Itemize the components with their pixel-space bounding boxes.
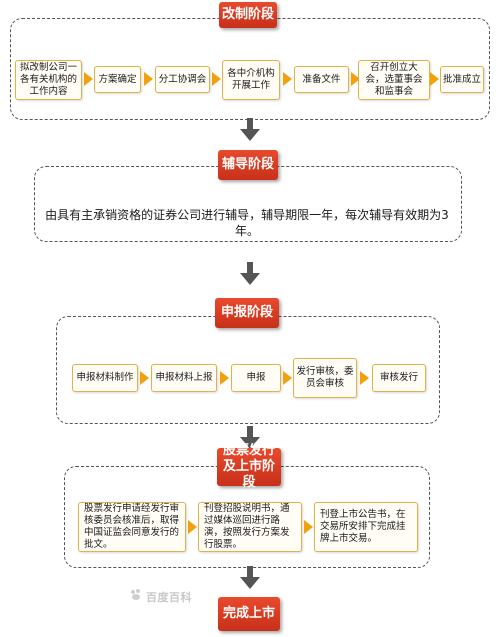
restructure-step-text: 召开创立大会，选董事会和监事会 xyxy=(365,62,423,97)
step-arrow-icon xyxy=(220,371,229,385)
stage-listing-label-line2: 及上市阶段 xyxy=(222,459,275,490)
application-step: 申报 xyxy=(231,364,281,392)
restructure-step-text: 准备文件 xyxy=(302,73,341,85)
listing-step-text: 股票发行申请经发行审核委员会核准后，取得中国证监会同意发行的批文。 xyxy=(84,503,180,550)
step-arrow-icon xyxy=(304,520,313,534)
restructure-step: 准备文件 xyxy=(294,66,349,93)
watermark-text: 百度百科 xyxy=(146,591,192,604)
stage-application-label: 申报阶段 xyxy=(220,305,273,320)
restructure-step: 方案确定 xyxy=(94,66,141,93)
restructure-step: 批准成立 xyxy=(440,66,484,93)
restructure-step: 分工协调会 xyxy=(155,66,210,93)
stage-application: 申报阶段 xyxy=(215,298,279,328)
stage-restructure: 改制阶段 xyxy=(219,2,277,28)
restructure-step-text: 拟改制公司一各有关机构的工作内容 xyxy=(19,62,77,97)
application-step: 申报材料制作 xyxy=(72,364,138,392)
application-step-text: 审核发行 xyxy=(379,372,418,383)
application-step: 申报材料上报 xyxy=(151,364,217,392)
step-arrow-icon xyxy=(360,371,369,385)
stage-complete: 完成上市 xyxy=(218,597,280,631)
stage-tutoring-label: 辅导阶段 xyxy=(221,157,274,172)
watermark: 百度百科 xyxy=(146,589,192,605)
tutoring-note: 由具有主承销资格的证券公司进行辅导，辅导期限一年，每次辅导有效期为3年。 xyxy=(40,207,454,239)
application-step: 审核发行 xyxy=(372,364,426,392)
step-arrow-icon xyxy=(188,520,197,534)
stage-restructure-label: 改制阶段 xyxy=(221,7,274,22)
stage-listing-label-line1: 股票发行 xyxy=(222,443,275,458)
stage-complete-label: 完成上市 xyxy=(222,606,275,621)
application-step: 发行审核，委员会审核 xyxy=(293,358,357,398)
step-arrow-icon xyxy=(283,72,292,86)
step-arrow-icon xyxy=(351,72,360,86)
listing-step-text: 刊登招股说明书，通过媒体巡回进行路演，按照发行方案发行股票。 xyxy=(204,503,290,550)
listing-step: 刊登招股说明书，通过媒体巡回进行路演，按照发行方案发行股票。 xyxy=(198,502,302,552)
restructure-step: 各中介机构开展工作 xyxy=(222,60,280,100)
application-step-text: 申报材料制作 xyxy=(76,372,134,383)
stage-tutoring: 辅导阶段 xyxy=(218,150,278,180)
restructure-step-text: 各中介机构开展工作 xyxy=(227,68,275,91)
application-step-text: 申报 xyxy=(246,372,266,383)
restructure-step: 召开创立大会，选董事会和监事会 xyxy=(358,60,430,100)
restructure-step-text: 分工协调会 xyxy=(158,73,207,85)
baidu-paw-logo-icon xyxy=(131,589,140,600)
down-arrow-icon xyxy=(240,118,260,141)
step-arrow-icon xyxy=(140,371,149,385)
application-step-text: 申报材料上报 xyxy=(155,372,213,383)
down-arrow-icon xyxy=(240,262,260,285)
down-arrow-icon xyxy=(240,566,260,589)
tutoring-note-text: 由具有主承销资格的证券公司进行辅导，辅导期限一年，每次辅导有效期为3年。 xyxy=(45,208,449,238)
step-arrow-icon xyxy=(84,72,93,86)
step-arrow-icon xyxy=(212,72,221,86)
listing-step: 刊登上市公告书，在交易所安排下完成挂牌上市交易。 xyxy=(314,502,418,552)
step-arrow-icon xyxy=(144,72,153,86)
step-arrow-icon xyxy=(430,72,439,86)
listing-step-text: 刊登上市公告书，在交易所安排下完成挂牌上市交易。 xyxy=(320,509,406,544)
restructure-step-text: 方案确定 xyxy=(98,73,137,85)
down-arrow-icon xyxy=(240,426,260,449)
restructure-step: 拟改制公司一各有关机构的工作内容 xyxy=(15,60,82,100)
step-arrow-icon xyxy=(283,371,292,385)
restructure-step-text: 批准成立 xyxy=(443,73,482,85)
application-step-text: 发行审核，委员会审核 xyxy=(296,366,354,389)
listing-step: 股票发行申请经发行审核委员会核准后，取得中国证监会同意发行的批文。 xyxy=(78,502,186,552)
stage-listing: 股票发行 及上市阶段 xyxy=(217,443,281,490)
